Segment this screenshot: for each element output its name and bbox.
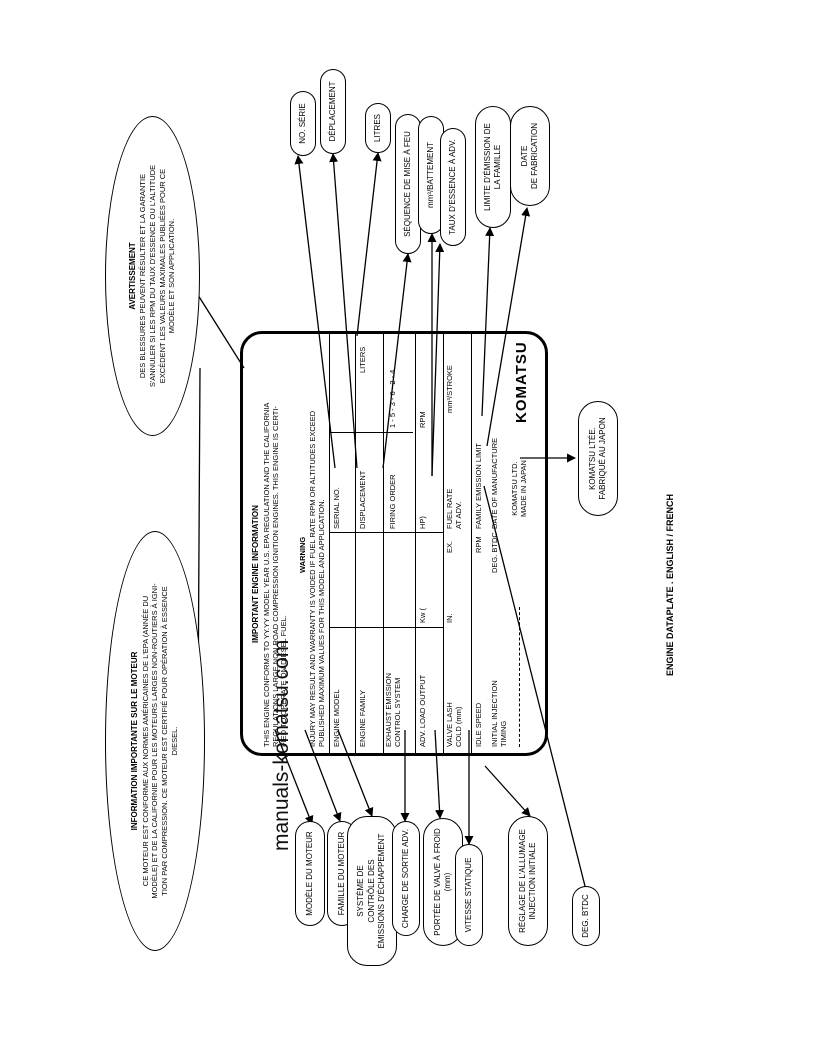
label-adv-load: CHARGE DE SORTIE ADV. [392,821,420,936]
leader-deg-btdc [483,485,593,907]
leader-family-limit [481,227,495,417]
kw-label: Kw ( [418,608,427,623]
fuel-rate-label: FUEL RATE AT ADV. [445,488,463,529]
leader-exhaust [337,729,374,817]
french-info-title: INFORMATION IMPORTANTE SUR LE MOTEUR [130,651,140,831]
engine-family-label: ENGINE FAMILY [358,690,367,747]
adv-load-label: ADV. LOAD OUTPUT [418,674,427,747]
leader-displacement [329,153,358,469]
firing-order-value: 1 - 5 - 3 - 6 - 2 - 4 [388,369,397,428]
engine-model-label: ENGINE MODEL [332,689,341,747]
leader-engine-family [304,729,342,822]
label-deg-btdc: DEG. BTDC [572,886,600,946]
plate-title: IMPORTANT ENGINE INFORMATION [251,505,260,643]
leader-injection [484,765,531,817]
french-warning-body: DES BLESSURES PEUVENT RÉSULTER ET LA GAR… [138,164,177,388]
hp-label: HP) [418,516,427,529]
idle-speed-label: IDLE SPEED [474,702,483,747]
rpm2-label: RPM [474,536,483,553]
label-injection: RÉGLAGE DE L'ALLUMAGE INJECTION INITIALE [508,816,548,946]
initial-inj-label: INITIAL INJECTION TIMING [490,680,508,747]
plate-warning-title: WARNING [298,536,307,573]
caption: ENGINE DATAPLATE . ENGLISH / FRENCH [665,493,675,676]
ex-label: EX. [445,540,454,553]
exhaust-label: EXHAUST EMISSION CONTROL SYSTEM [384,672,402,747]
firing-order-label: FIRING ORDER [388,474,397,529]
mm3-label: mm³/STROKE [445,365,454,413]
in-label: IN. [445,613,454,623]
leader-firing [382,253,412,469]
leader-engine-model [274,729,314,825]
plate-warning: INJURY MAY RESULT AND WARRANTY IS VOIDED… [308,410,326,747]
liters-label: LITERS [358,346,367,373]
label-family-limit: LIMITE D'ÉMISSION DE LA FAMILLE [475,106,511,228]
french-warning-box: AVERTISSEMENT DES BLESSURES PEUVENT RÉSU… [105,116,200,436]
komatsu-logo: KOMATSU [513,341,530,423]
label-engine-model: MODÈLE DU MOTEUR [295,821,325,926]
french-info-body: CE MOTEUR EST CONFORME AUX NORMES AMÉRIC… [140,583,179,899]
rpm-label: RPM [418,411,427,428]
watermark: manuals-komatsu.com [270,639,293,851]
leader-liters [356,152,382,337]
leader-date [486,207,531,447]
label-displacement: DÉPLACEMENT [320,69,346,154]
french-info-box: INFORMATION IMPORTANTE SUR LE MOTEUR CE … [105,531,205,951]
label-company: KOMATSU LTÉE. FABRIQUÉ AU JAPON [578,401,618,516]
leader-valve-lash [434,729,445,819]
label-date: DATE DE FABRICATION [510,106,550,206]
leader-fuel-rate [431,243,445,477]
label-serial: NO. SÉRIE [290,91,316,156]
label-liters: LITRES [365,103,391,153]
label-fuel-rate: TAUX D'ESSENCE À ADV. [440,128,466,246]
family-limit-label: FAMILY EMISSION LIMIT [474,443,483,529]
company-label: KOMATSU LTD. MADE IN JAPAN [510,460,528,517]
french-warning-title: AVERTISSEMENT [127,242,137,310]
label-exhaust: SYSTÈME DE CONTRÔLE DES ÉMISSIONS D'ÉCHA… [347,816,397,966]
date-mfg-label: DATE OF MANUFACTURE [490,437,499,529]
deg-btdc-label: DEG. BTDC [490,532,499,573]
label-idle-speed: VITESSE STATIQUE [455,844,483,946]
serial-no-label: SERIAL NO. [332,487,341,529]
leader-serial [294,155,336,469]
displacement-label: DISPLACEMENT [358,470,367,529]
valve-lash-label: VALVE LASH COLD (mm) [445,702,463,747]
